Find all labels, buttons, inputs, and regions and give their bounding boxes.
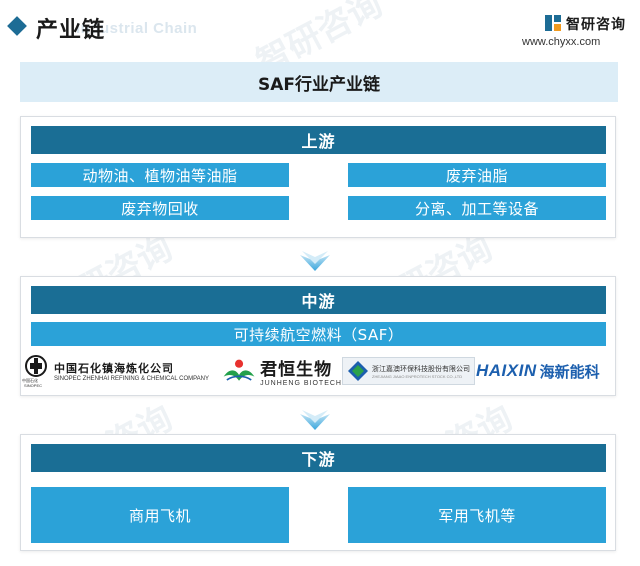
header-ghost-text: Industrial Chain	[76, 20, 198, 37]
page-title: 产业链	[36, 18, 106, 43]
sinopec-text: 中国石化镇海炼化公司 SINOPEC ZHENHAI REFINING & CH…	[54, 360, 209, 382]
brand-url: www.chyxx.com	[522, 36, 601, 48]
brand-mark-icon	[545, 15, 561, 31]
brand-name: 智研咨询	[566, 17, 626, 33]
downstream-panel: 下游 商用飞机 军用飞机等	[20, 434, 616, 551]
sinopec-badge-en: SINOPEC	[24, 383, 43, 388]
company-logos: 中国石化 SINOPEC 中国石化镇海炼化公司 SINOPEC ZHENHAI …	[22, 351, 612, 391]
downstream-header: 下游	[31, 444, 606, 472]
midstream-product: 可持续航空燃料（SAF）	[31, 322, 606, 346]
sinopec-badge: 中国石化 SINOPEC	[22, 354, 48, 388]
sinopec-badge-text: 中国石化	[22, 378, 38, 383]
haixin-name: 海新能科	[539, 362, 600, 381]
midstream-header: 中游	[31, 286, 606, 314]
jiaao-text: 浙江嘉澳环保科技股份有限公司 ZHEJIANG JIAAO ENPROTECH …	[372, 364, 470, 379]
haixin-name-en: HAIXIN	[476, 361, 537, 380]
junheng-leaf-icon	[223, 359, 255, 381]
junheng-logo: 君恒生物 JUNHENG BIOTECH	[222, 351, 342, 391]
chain-title-banner: SAF行业产业链	[20, 62, 618, 102]
upstream-item: 废弃油脂	[348, 163, 606, 187]
junheng-text: 君恒生物 JUNHENG BIOTECH	[260, 355, 342, 387]
jiaao-name-en: ZHEJIANG JIAAO ENPROTECH STOCK CO.,LTD	[372, 373, 463, 379]
downstream-item: 军用飞机等	[348, 487, 606, 543]
upstream-item: 分离、加工等设备	[348, 196, 606, 220]
jiaao-box: 浙江嘉澳环保科技股份有限公司 ZHEJIANG JIAAO ENPROTECH …	[342, 357, 475, 385]
diamond-icon	[7, 16, 27, 36]
brand-logo: 智研咨询 www.chyxx.com	[522, 14, 630, 48]
jiaao-name: 浙江嘉澳环保科技股份有限公司	[372, 364, 470, 373]
sinopec-name-en: SINOPEC ZHENHAI REFINING & CHEMICAL COMP…	[54, 376, 210, 382]
downstream-item: 商用飞机	[31, 487, 289, 543]
jiaao-emblem-icon	[348, 361, 368, 381]
haixin-logo: HAIXIN 海新能科	[476, 351, 612, 391]
down-arrow-icon	[300, 410, 330, 430]
upstream-panel: 上游 动物油、植物油等油脂 废弃油脂 废弃物回收 分离、加工等设备	[20, 116, 616, 238]
upstream-header: 上游	[31, 126, 606, 154]
page-header: Industrial Chain 产业链 智研咨询 www.chyxx.com	[0, 0, 640, 52]
down-arrow-icon	[300, 251, 330, 271]
midstream-panel: 中游 可持续航空燃料（SAF） 中国石化 SINOPEC 中国石化镇海炼化公司 …	[20, 276, 616, 396]
junheng-name: 君恒生物	[260, 360, 333, 380]
sinopec-emblem-icon	[25, 355, 47, 377]
sinopec-name: 中国石化镇海炼化公司	[54, 362, 174, 375]
junheng-name-en: JUNHENG BIOTECH	[260, 380, 342, 387]
upstream-item: 废弃物回收	[31, 196, 289, 220]
jiaao-logo: 浙江嘉澳环保科技股份有限公司 ZHEJIANG JIAAO ENPROTECH …	[342, 351, 475, 391]
upstream-item: 动物油、植物油等油脂	[31, 163, 289, 187]
sinopec-logo: 中国石化 SINOPEC 中国石化镇海炼化公司 SINOPEC ZHENHAI …	[22, 351, 214, 391]
